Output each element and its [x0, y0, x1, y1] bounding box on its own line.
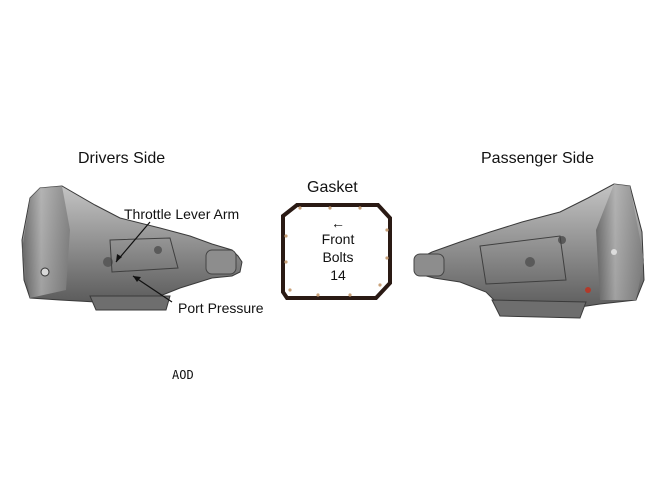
- port-pressure-label: Port Pressure: [178, 300, 264, 316]
- passenger-side-transmission: [414, 184, 644, 318]
- passenger-side-label: Passenger Side: [481, 150, 594, 168]
- drivers-side-transmission: [22, 186, 242, 310]
- aod-label: AOD: [172, 368, 194, 382]
- gasket-label: Gasket: [307, 179, 358, 197]
- drivers-side-label: Drivers Side: [78, 150, 165, 168]
- gasket-front-label: Front: [313, 230, 363, 248]
- gasket-bolt-count: 14: [313, 266, 363, 284]
- throttle-lever-arm-label: Throttle Lever Arm: [124, 206, 239, 222]
- gasket-bolts-label: Bolts: [313, 248, 363, 266]
